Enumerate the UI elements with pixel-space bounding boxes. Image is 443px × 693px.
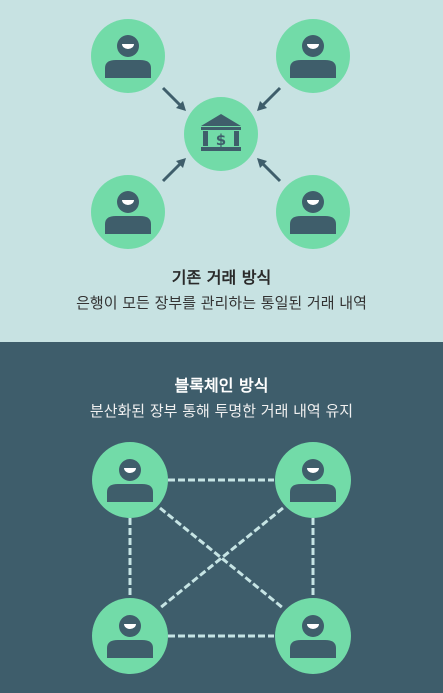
decentralized-diagram: [92, 442, 351, 674]
user-node: [275, 598, 351, 674]
user-node: [276, 175, 350, 249]
user-node: [276, 19, 350, 93]
traditional-section: $ 기존 거래 방식 은행이 모든 장부를 관리하는 통일된 거래 내역: [0, 0, 443, 342]
user-node: [91, 19, 165, 93]
dollar-sign: $: [216, 131, 226, 149]
blockchain-subtitle: 분산화된 장부 통해 투명한 거래 내역 유지: [89, 402, 354, 420]
bank-node: $: [184, 97, 258, 171]
blockchain-title: 블록체인 방식: [174, 376, 269, 395]
arrow-bottom-left: [161, 158, 186, 183]
traditional-title: 기존 거래 방식: [171, 268, 272, 287]
user-node: [275, 442, 351, 518]
chain-diagonal-1: [159, 506, 284, 610]
traditional-subtitle: 은행이 모든 장부를 관리하는 통일된 거래 내역: [76, 294, 367, 312]
arrow-bottom-right: [257, 158, 282, 183]
chain-diagonal-2: [159, 506, 284, 610]
user-node: [92, 598, 168, 674]
centralized-diagram: $: [91, 19, 350, 249]
arrow-top-left: [161, 86, 186, 111]
arrow-top-right: [257, 86, 282, 111]
blockchain-section: 블록체인 방식 분산화된 장부 통해 투명한 거래 내역 유지: [0, 342, 443, 693]
user-node: [91, 175, 165, 249]
user-node: [92, 442, 168, 518]
bank-icon: $: [201, 114, 241, 151]
